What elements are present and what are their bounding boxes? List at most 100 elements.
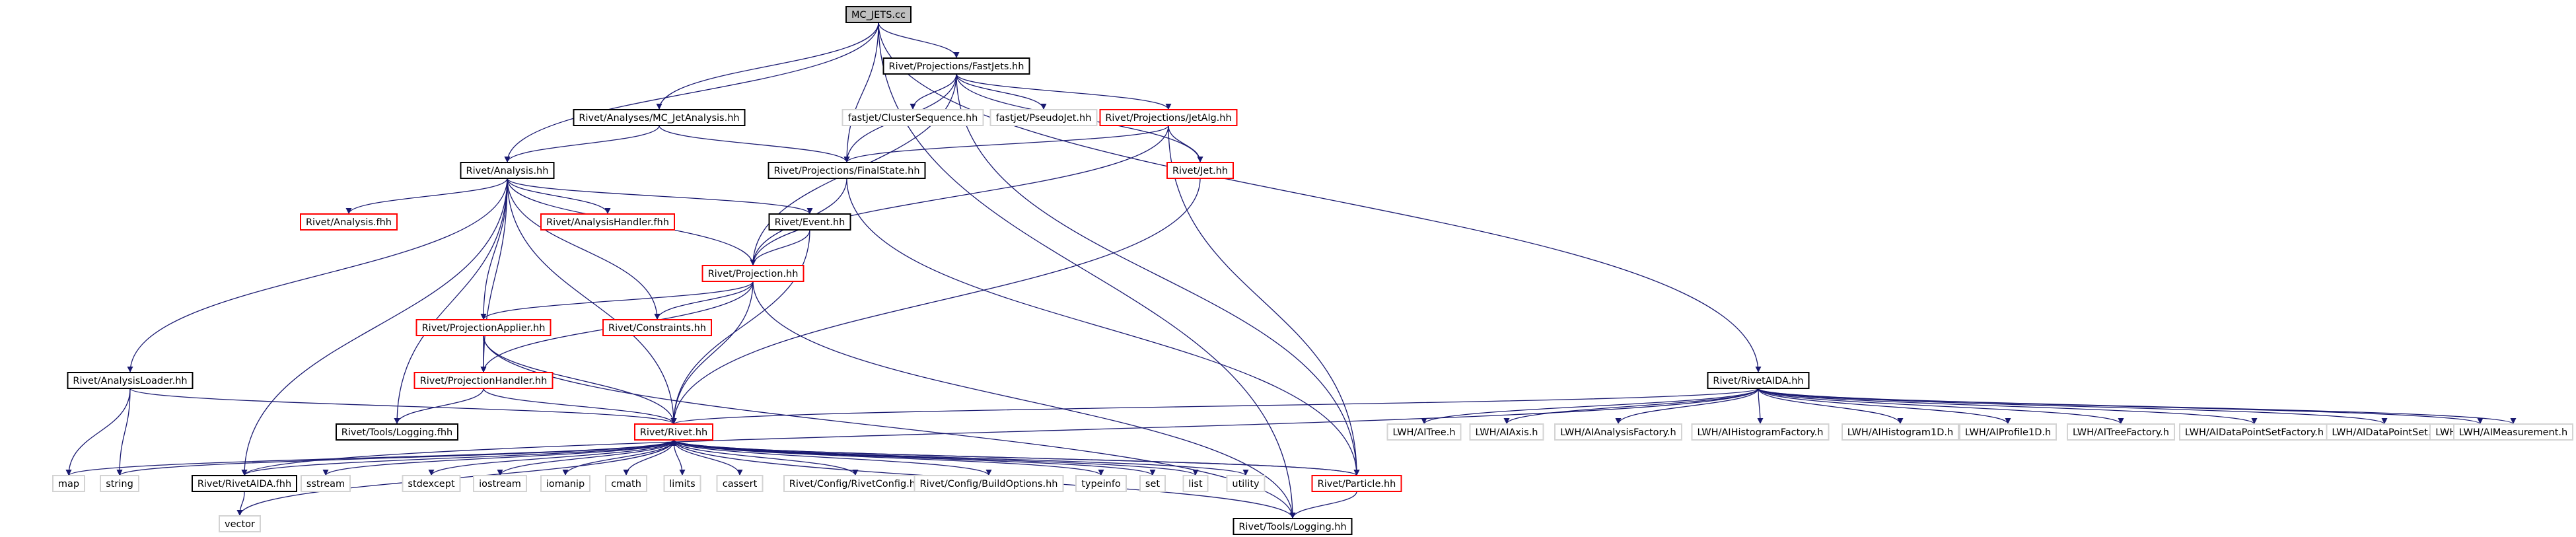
node-box bbox=[841, 109, 984, 126]
edge-rivet-hh-to-buildoptions bbox=[673, 439, 992, 476]
node-box bbox=[1386, 423, 1462, 441]
edge-analysis-hh-to-constraints bbox=[507, 178, 661, 320]
node-label: cassert bbox=[723, 479, 758, 489]
edge-fastjets-to-clusterseq bbox=[910, 73, 957, 110]
node-aihistogram1d: LWH/AIHistogram1D.h bbox=[1842, 423, 1959, 441]
edge-mc-jets-to-finalstate bbox=[843, 22, 879, 163]
node-label: fastjet/ClusterSequence.hh bbox=[848, 113, 978, 124]
edge-analysis-hh-to-rivetaida-fhh bbox=[241, 178, 508, 476]
node-list: list bbox=[1182, 475, 1209, 492]
node-label: LWH/AIAnalysisFactory.h bbox=[1560, 427, 1676, 438]
node-analysisloader[interactable]: Rivet/AnalysisLoader.hh bbox=[67, 372, 194, 389]
node-label: Rivet/Particle.hh bbox=[1318, 479, 1396, 489]
edge-rivetaida-fhh-to-vector bbox=[236, 491, 245, 517]
node-analysis-fhh[interactable]: Rivet/Analysis.fhh bbox=[300, 213, 398, 231]
node-rivet-hh[interactable]: Rivet/Rivet.hh bbox=[634, 423, 713, 441]
node-label: Rivet/Projections/FinalState.hh bbox=[773, 166, 919, 176]
node-box bbox=[602, 319, 712, 336]
edge-rivet-hh-to-sstream bbox=[322, 439, 674, 476]
node-label: LWH/AIHistogram1D.h bbox=[1847, 427, 1953, 438]
node-box bbox=[1311, 475, 1402, 492]
node-label: Rivet/Analysis.fhh bbox=[306, 217, 392, 228]
node-projapplier[interactable]: Rivet/ProjectionApplier.hh bbox=[415, 319, 552, 336]
node-box bbox=[67, 372, 194, 389]
node-iostream: iostream bbox=[473, 475, 527, 492]
node-box bbox=[1075, 475, 1127, 492]
edge-projection-to-logging-hh bbox=[752, 281, 1296, 519]
node-label: LWH/AITreeFactory.h bbox=[2073, 427, 2169, 438]
node-box bbox=[768, 162, 926, 179]
edge-projection-to-projapplier bbox=[480, 281, 754, 320]
node-analysis-hh[interactable]: Rivet/Analysis.hh bbox=[460, 162, 555, 179]
edge-rivetaida-hh-to-aitreefactory bbox=[1758, 388, 2124, 425]
node-label: Rivet/Config/BuildOptions.hh bbox=[920, 479, 1058, 489]
node-label: Rivet/ProjectionApplier.hh bbox=[422, 323, 546, 334]
node-label: vector bbox=[225, 519, 255, 530]
node-buildoptions: Rivet/Config/BuildOptions.hh bbox=[913, 475, 1064, 492]
edge-analysis-hh-to-logging-fhh bbox=[394, 178, 508, 425]
node-jet[interactable]: Rivet/Jet.hh bbox=[1166, 162, 1234, 179]
edge-rivetaida-hh-to-aianalysisfactory bbox=[1615, 388, 1759, 425]
node-box bbox=[634, 423, 713, 441]
edge-rivetaida-hh-to-rivet-hh bbox=[671, 388, 1759, 425]
node-analysishandler-fhh[interactable]: Rivet/AnalysisHandler.fhh bbox=[540, 213, 675, 231]
edge-particle-to-rivet-hh bbox=[670, 439, 1357, 476]
node-fastjets[interactable]: Rivet/Projections/FastJets.hh bbox=[882, 57, 1030, 75]
node-label: LWH/AIDataPointSetFactory.h bbox=[2185, 427, 2324, 438]
edge-rivet-hh-to-rivetaida-fhh bbox=[241, 439, 674, 476]
node-mc-jets[interactable]: MC_JETS.cc bbox=[845, 6, 912, 23]
node-box bbox=[2326, 423, 2443, 441]
edge-rivetaida-hh-to-aiprofile1d bbox=[1758, 388, 2011, 425]
node-box bbox=[716, 475, 764, 492]
node-label: limits bbox=[669, 479, 695, 489]
edge-rivet-hh-to-stdexcept bbox=[428, 439, 674, 476]
node-projection[interactable]: Rivet/Projection.hh bbox=[701, 265, 805, 282]
node-label: Rivet/Jet.hh bbox=[1172, 166, 1228, 176]
edge-fastjets-to-jetalg bbox=[956, 73, 1172, 110]
node-typeinfo: typeinfo bbox=[1075, 475, 1127, 492]
node-particle[interactable]: Rivet/Particle.hh bbox=[1311, 475, 1402, 492]
node-rivetaida-fhh[interactable]: Rivet/RivetAIDA.fhh bbox=[192, 475, 297, 492]
node-projhandler[interactable]: Rivet/ProjectionHandler.hh bbox=[413, 372, 554, 389]
edge-projhandler-to-logging-fhh bbox=[394, 388, 484, 425]
node-label: typeinfo bbox=[1081, 479, 1121, 489]
node-box bbox=[192, 475, 297, 492]
node-label: Rivet/Event.hh bbox=[775, 217, 845, 228]
edge-analysis-hh-to-rivet-hh bbox=[507, 178, 677, 425]
edge-analysis-hh-to-analysisloader bbox=[127, 178, 508, 373]
edge-projapplier-to-rivet-hh bbox=[483, 335, 677, 425]
node-label: sstream bbox=[306, 479, 345, 489]
node-constraints[interactable]: Rivet/Constraints.hh bbox=[602, 319, 712, 336]
edge-rivetaida-hh-to-aihistogramfactory bbox=[1757, 388, 1764, 425]
node-box bbox=[768, 213, 851, 231]
node-label: Rivet/Analyses/MC_JetAnalysis.hh bbox=[579, 113, 739, 124]
node-vector: vector bbox=[219, 515, 261, 532]
node-rivetaida-hh[interactable]: Rivet/RivetAIDA.hh bbox=[1707, 372, 1810, 389]
edge-analysis-hh-to-analysishandler-fhh bbox=[507, 178, 611, 215]
node-label: Rivet/Rivet.hh bbox=[640, 427, 707, 438]
node-box bbox=[663, 475, 701, 492]
node-box bbox=[2453, 423, 2573, 441]
node-label: LWH/AIAxis.h bbox=[1476, 427, 1538, 438]
node-aiprofile1d: LWH/AIProfile1D.h bbox=[1959, 423, 2057, 441]
node-box bbox=[402, 475, 461, 492]
node-logging-hh[interactable]: Rivet/Tools/Logging.hh bbox=[1233, 518, 1353, 535]
node-box bbox=[336, 423, 458, 441]
edge-analysis-hh-to-analysis-fhh bbox=[345, 178, 508, 215]
node-box bbox=[1139, 475, 1166, 492]
node-box bbox=[460, 162, 555, 179]
node-aidatapointset: LWH/AIDataPointSet.h bbox=[2326, 423, 2443, 441]
node-box bbox=[701, 265, 805, 282]
node-label: LWH/AITree.h bbox=[1392, 427, 1455, 438]
node-mc-jetanalysis[interactable]: Rivet/Analyses/MC_JetAnalysis.hh bbox=[573, 109, 746, 126]
edge-mc-jetanalysis-to-finalstate bbox=[659, 125, 850, 163]
node-label: LWH/AIMeasurement.h bbox=[2459, 427, 2567, 438]
node-finalstate[interactable]: Rivet/Projections/FinalState.hh bbox=[768, 162, 926, 179]
node-label: Rivet/Tools/Logging.fhh bbox=[341, 427, 452, 438]
node-rivetconfig: Rivet/Config/RivetConfig.hh bbox=[783, 475, 927, 492]
node-jetalg[interactable]: Rivet/Projections/JetAlg.hh bbox=[1099, 109, 1238, 126]
node-event[interactable]: Rivet/Event.hh bbox=[768, 213, 851, 231]
node-label: string bbox=[106, 479, 133, 489]
edge-projhandler-to-rivet-hh bbox=[483, 388, 677, 425]
node-logging-fhh[interactable]: Rivet/Tools/Logging.fhh bbox=[336, 423, 458, 441]
